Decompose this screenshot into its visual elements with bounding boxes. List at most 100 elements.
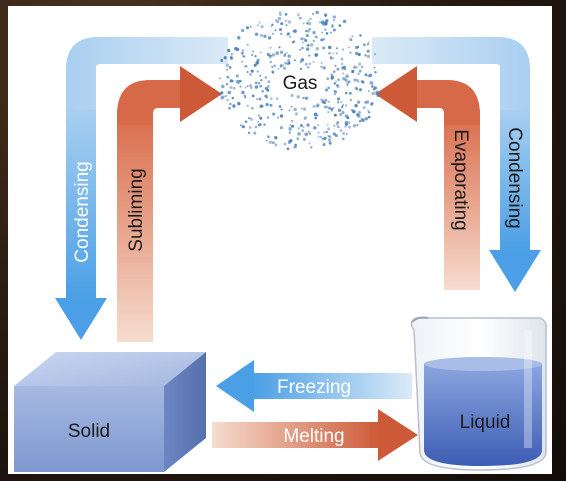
gas-particle	[358, 69, 362, 73]
gas-particle	[247, 117, 251, 120]
gas-particle	[228, 66, 232, 69]
gas-particle	[374, 71, 377, 74]
gas-particle	[232, 104, 235, 107]
gas-particle	[307, 19, 310, 22]
gas-particle	[232, 86, 236, 90]
gas-particle	[239, 85, 242, 88]
gas-particle	[269, 46, 272, 49]
gas-particle	[276, 20, 279, 24]
gas-particle	[328, 106, 332, 110]
solid-label: Solid	[68, 421, 110, 442]
gas-particle	[307, 66, 310, 69]
gas-particle	[229, 102, 232, 106]
gas-particle	[320, 21, 324, 25]
gas-particle	[291, 124, 295, 128]
gas-particle	[364, 117, 368, 121]
gas-particle	[225, 82, 229, 86]
gas-particle	[328, 141, 332, 145]
gas-particle	[353, 78, 357, 82]
gas-particle	[241, 90, 245, 95]
gas-particle	[323, 131, 326, 134]
gas-particle	[253, 131, 257, 135]
gas-particle	[279, 126, 283, 130]
gas-particle	[279, 13, 282, 17]
gas-particle	[296, 13, 300, 17]
gas-particle	[249, 117, 253, 121]
gas-particle	[332, 57, 335, 60]
gas-particle	[315, 47, 320, 51]
gas-particle	[354, 51, 359, 56]
gas-particle	[358, 62, 362, 66]
gas-particle	[335, 80, 338, 83]
gas-particle	[255, 61, 259, 65]
gas-particle	[327, 86, 330, 90]
gas-particle	[279, 64, 283, 68]
condensing-right-label: Condensing	[504, 127, 525, 228]
gas-particle	[342, 19, 347, 24]
gas-particle	[308, 142, 311, 145]
gas-particle	[333, 70, 336, 73]
gas-particle	[315, 10, 319, 15]
gas-particle	[274, 136, 278, 140]
gas-particle	[303, 118, 306, 121]
gas-particle	[265, 102, 269, 107]
freezing-arrow	[216, 360, 412, 412]
gas-particle	[346, 116, 350, 120]
gas-particle	[325, 99, 328, 102]
gas-particle	[359, 34, 362, 37]
gas-particle	[283, 142, 287, 146]
gas-particle	[241, 125, 245, 129]
gas-particle	[297, 132, 301, 136]
gas-particle	[367, 41, 370, 44]
gas-particle	[314, 116, 318, 120]
gas-particle	[347, 46, 350, 49]
gas-particle	[316, 103, 320, 107]
gas-particle	[325, 19, 329, 23]
gas-particle	[344, 125, 347, 128]
gas-particle	[312, 104, 316, 108]
gas-particle	[254, 125, 258, 129]
gas-particle	[341, 48, 345, 51]
gas-particle	[325, 105, 329, 109]
gas-particle	[308, 22, 312, 26]
gas-particle	[343, 65, 347, 69]
gas-particle	[267, 80, 271, 84]
gas-particle	[227, 76, 230, 79]
gas-particle	[347, 121, 351, 125]
gas-particle	[302, 126, 305, 128]
gas-particle	[279, 114, 284, 118]
gas-particle	[341, 111, 345, 114]
gas-particle	[274, 143, 278, 147]
gas-particle	[278, 105, 282, 108]
gas-particle	[312, 60, 315, 64]
gas-particle	[257, 114, 260, 117]
gas-particle	[268, 140, 273, 145]
gas-particle	[357, 80, 360, 83]
gas-particle	[278, 11, 282, 14]
gas-particle	[342, 72, 345, 75]
gas-particle	[287, 59, 291, 63]
gas-particle	[292, 146, 296, 149]
gas-particle	[271, 53, 276, 57]
gas-particle	[353, 65, 357, 69]
gas-particle	[327, 127, 331, 131]
gas-particle	[309, 133, 311, 135]
gas-particle	[299, 48, 302, 51]
gas-particle	[250, 69, 254, 73]
gas-particle	[371, 85, 374, 88]
gas-particle	[357, 72, 360, 76]
gas-particle	[222, 95, 225, 99]
gas-particle	[287, 20, 292, 24]
gas-particle	[246, 85, 249, 88]
gas-particle	[218, 77, 221, 80]
gas-particle	[270, 97, 273, 100]
gas-particle	[337, 125, 340, 129]
gas-particle	[261, 89, 265, 93]
gas-particle	[307, 130, 311, 134]
gas-particle	[354, 104, 358, 108]
gas-particle	[293, 107, 297, 112]
gas-particle	[365, 100, 370, 104]
gas-particle	[301, 46, 304, 50]
gas-particle	[268, 55, 272, 59]
gas-particle	[375, 90, 379, 95]
